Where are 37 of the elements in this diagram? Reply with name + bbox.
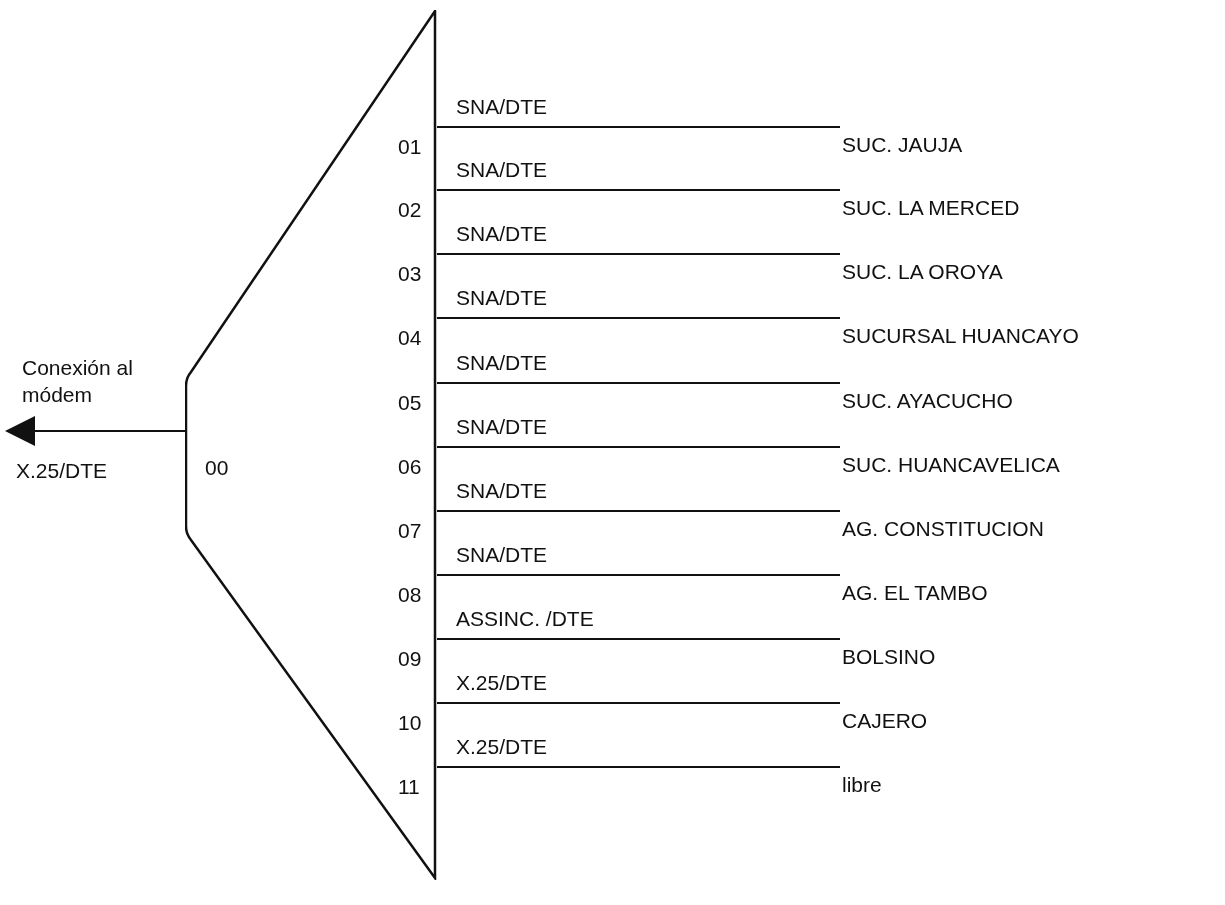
port-number: 04 [398, 326, 422, 350]
destination-label: SUCURSAL HUANCAYO [842, 324, 1079, 348]
port-number: 01 [398, 135, 422, 159]
connector-line [436, 638, 841, 640]
port-number: 06 [398, 455, 422, 479]
connector-line [436, 510, 841, 512]
connector-line [436, 317, 841, 319]
destination-label: CAJERO [842, 709, 928, 733]
connector-line [436, 766, 841, 768]
port-number: 03 [398, 262, 422, 286]
connector-line [436, 574, 841, 576]
caption-text: Conexión al módem [22, 355, 134, 408]
port-number: 09 [398, 647, 422, 671]
port-number: 10 [398, 711, 422, 735]
port-number: 05 [398, 391, 422, 415]
destination-label: SUC. AYACUCHO [842, 389, 1013, 413]
arrow [5, 416, 186, 446]
port-number: 11 [398, 775, 420, 799]
connector-line [436, 702, 841, 704]
destination-label: SUC. JAUJA [842, 133, 963, 157]
destination-label: BOLSINO [842, 645, 936, 669]
connector-line [436, 446, 841, 448]
connector-line [436, 253, 841, 255]
port-number: 07 [398, 519, 422, 543]
destination-label: AG. EL TAMBO [842, 581, 988, 605]
multiplexer-trapezoid [185, 10, 437, 880]
port-number: 00 [205, 456, 229, 480]
destination-label: SUC. HUANCAVELICA [842, 453, 1060, 477]
connector-line [436, 189, 841, 191]
destination-label: libre [842, 773, 882, 797]
port-number: 02 [398, 198, 422, 222]
destination-label: AG. CONSTITUCION [842, 517, 1044, 541]
port-number: 08 [398, 583, 422, 607]
connector-line [436, 126, 841, 128]
destination-label: SUC. LA OROYA [842, 260, 1003, 284]
connector-line [436, 382, 841, 384]
destination-label: SUC. LA MERCED [842, 196, 1020, 220]
